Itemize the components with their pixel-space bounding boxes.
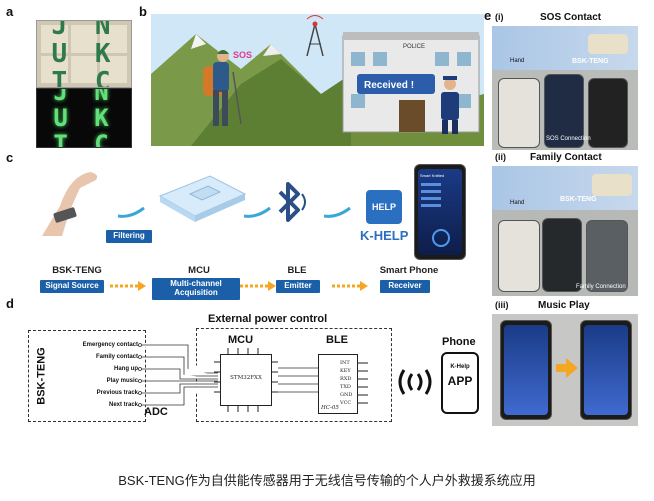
police-sign: POLICE xyxy=(403,44,425,50)
family-contact-photo: Hand BSK-TENG Family Connection xyxy=(492,166,638,296)
ble-module: HC-05 xyxy=(318,354,358,414)
ble-label: BLE xyxy=(326,334,348,346)
stage-tag-signal-source: Signal Source xyxy=(40,280,104,293)
phone-outline: K-Help APP xyxy=(441,352,479,414)
signal-emergency-contact: Emergency contact xyxy=(82,342,138,348)
mcu-chip-name: STM32FXX xyxy=(230,375,262,381)
police-officer xyxy=(441,76,459,134)
stage-name-mcu: MCU xyxy=(188,265,210,276)
hand-photo xyxy=(40,166,110,238)
signal-next-track: Next track xyxy=(108,402,138,408)
section-iii-num: (iii) xyxy=(495,300,509,310)
textile-photo-dark: J N U K T C xyxy=(36,88,132,148)
sos-contact-photo: Hand BSK-TENG SOS Connection xyxy=(492,26,638,150)
mcu-chip-pins xyxy=(214,348,278,412)
section-i-title: SOS Contact xyxy=(540,12,602,23)
flow-arrow-icon-1 xyxy=(110,281,146,291)
next-arrow-icon xyxy=(556,358,578,378)
adc-label: ADC xyxy=(144,406,168,418)
mcu-board xyxy=(150,166,250,236)
ble-pin-key: KEY xyxy=(340,368,351,374)
panel-b-label: b xyxy=(139,4,147,19)
k-help-name: K-HELP xyxy=(360,228,409,243)
received-banner xyxy=(357,74,435,94)
rescue-scene: SOS POLICE Received ! xyxy=(151,14,484,146)
rescue-scene-illustration: SOS POLICE Received ! xyxy=(151,15,484,146)
section-i-hand: Hand xyxy=(510,58,525,64)
section-iii-title: Music Play xyxy=(538,300,590,311)
smart-phone: Smart Knitted xyxy=(414,164,466,260)
ble-pin-rxd: RXD xyxy=(340,376,352,382)
bsk-teng-vertical-label-wrap: BSK-TENG xyxy=(34,340,50,412)
signal-hang-up: Hang up xyxy=(114,366,138,372)
signal-previous-track: Previous track xyxy=(96,390,138,396)
ble-pin-txd: TXD xyxy=(340,384,351,390)
section-ii-note: Family Connection xyxy=(576,284,626,290)
music-play-photo xyxy=(492,314,638,426)
flow-arrow-icon-2 xyxy=(240,281,276,291)
k-help-logo: HELP xyxy=(366,190,402,224)
filter-wave-icon xyxy=(117,206,145,218)
mcu-ble-wires xyxy=(278,367,322,393)
filtering-tag: Filtering xyxy=(106,230,152,243)
signal-wires xyxy=(138,343,218,407)
ble-pin-vcc: VCC xyxy=(340,400,352,406)
section-i-num: (i) xyxy=(495,12,504,22)
flow-arrow-icon-3 xyxy=(332,281,368,291)
ble-pin-leads xyxy=(358,362,368,404)
textile-photo-day: J N U K T C xyxy=(36,20,132,88)
figure-caption: BSK-TENG作为自供能传感器用于无线信号传输的个人户外救援系统应用 xyxy=(118,473,536,488)
textile-letters-glow: J N U K T C xyxy=(53,88,115,148)
mcu-label: MCU xyxy=(228,334,254,346)
section-ii-num: (ii) xyxy=(495,152,506,162)
signal-wave-icon-2 xyxy=(323,206,351,218)
section-ii-title: Family Contact xyxy=(530,152,602,163)
ble-pin-int: INT xyxy=(340,360,350,366)
panel-c-label: c xyxy=(6,150,14,165)
signal-list: Emergency contact Family contact Hang up… xyxy=(52,338,138,416)
textile-letters: J N U K T C xyxy=(51,20,117,88)
external-power-title: External power control xyxy=(208,313,328,325)
panel-d-label: d xyxy=(6,296,14,311)
phone-title: Smart Knitted xyxy=(420,173,445,178)
app-top-label: K-Help xyxy=(450,364,470,370)
ble-pins: INT KEY RXD TXD GND VCC xyxy=(340,360,360,408)
k-help-logo-text: HELP xyxy=(371,202,396,212)
panel-a-label: a xyxy=(6,4,14,19)
signal-wave-icon xyxy=(243,206,271,218)
panel-e-label: e xyxy=(484,8,492,23)
mcu-chip: STM32FXX xyxy=(220,354,272,406)
signal-tower-icon xyxy=(306,15,324,57)
stage-tag-receiver: Receiver xyxy=(380,280,430,293)
ble-chip-name: HC-05 xyxy=(321,405,339,411)
bsk-teng-vertical-label: BSK-TENG xyxy=(36,347,49,405)
section-ii-teng: BSK-TENG xyxy=(560,196,597,203)
bsk-teng-box xyxy=(28,330,146,422)
section-ii-hand: Hand xyxy=(510,200,525,206)
ble-pin-gnd: GND xyxy=(340,392,353,398)
signal-family-contact: Family contact xyxy=(95,354,138,360)
stage-tag-emitter: Emitter xyxy=(276,280,320,293)
stage-tag-acquisition: Multi-channel Acquisition xyxy=(152,278,240,300)
sos-text: SOS xyxy=(233,50,252,60)
stage-name-ble: BLE xyxy=(287,265,307,276)
stage-name-bsk: BSK-TENG xyxy=(52,265,102,276)
stage-name-phone: Smart Phone xyxy=(379,265,439,276)
section-i-teng: BSK-TENG xyxy=(572,58,609,65)
section-i-note: SOS Connection xyxy=(546,136,591,142)
wireless-wave-icon xyxy=(398,369,432,395)
signal-play-music: Play music xyxy=(106,378,138,384)
phone-label: Phone xyxy=(442,336,476,348)
hiker-figure xyxy=(203,50,242,126)
app-main-label: APP xyxy=(447,374,473,388)
received-text: Received ! xyxy=(364,80,414,91)
bluetooth-icon xyxy=(278,182,306,222)
